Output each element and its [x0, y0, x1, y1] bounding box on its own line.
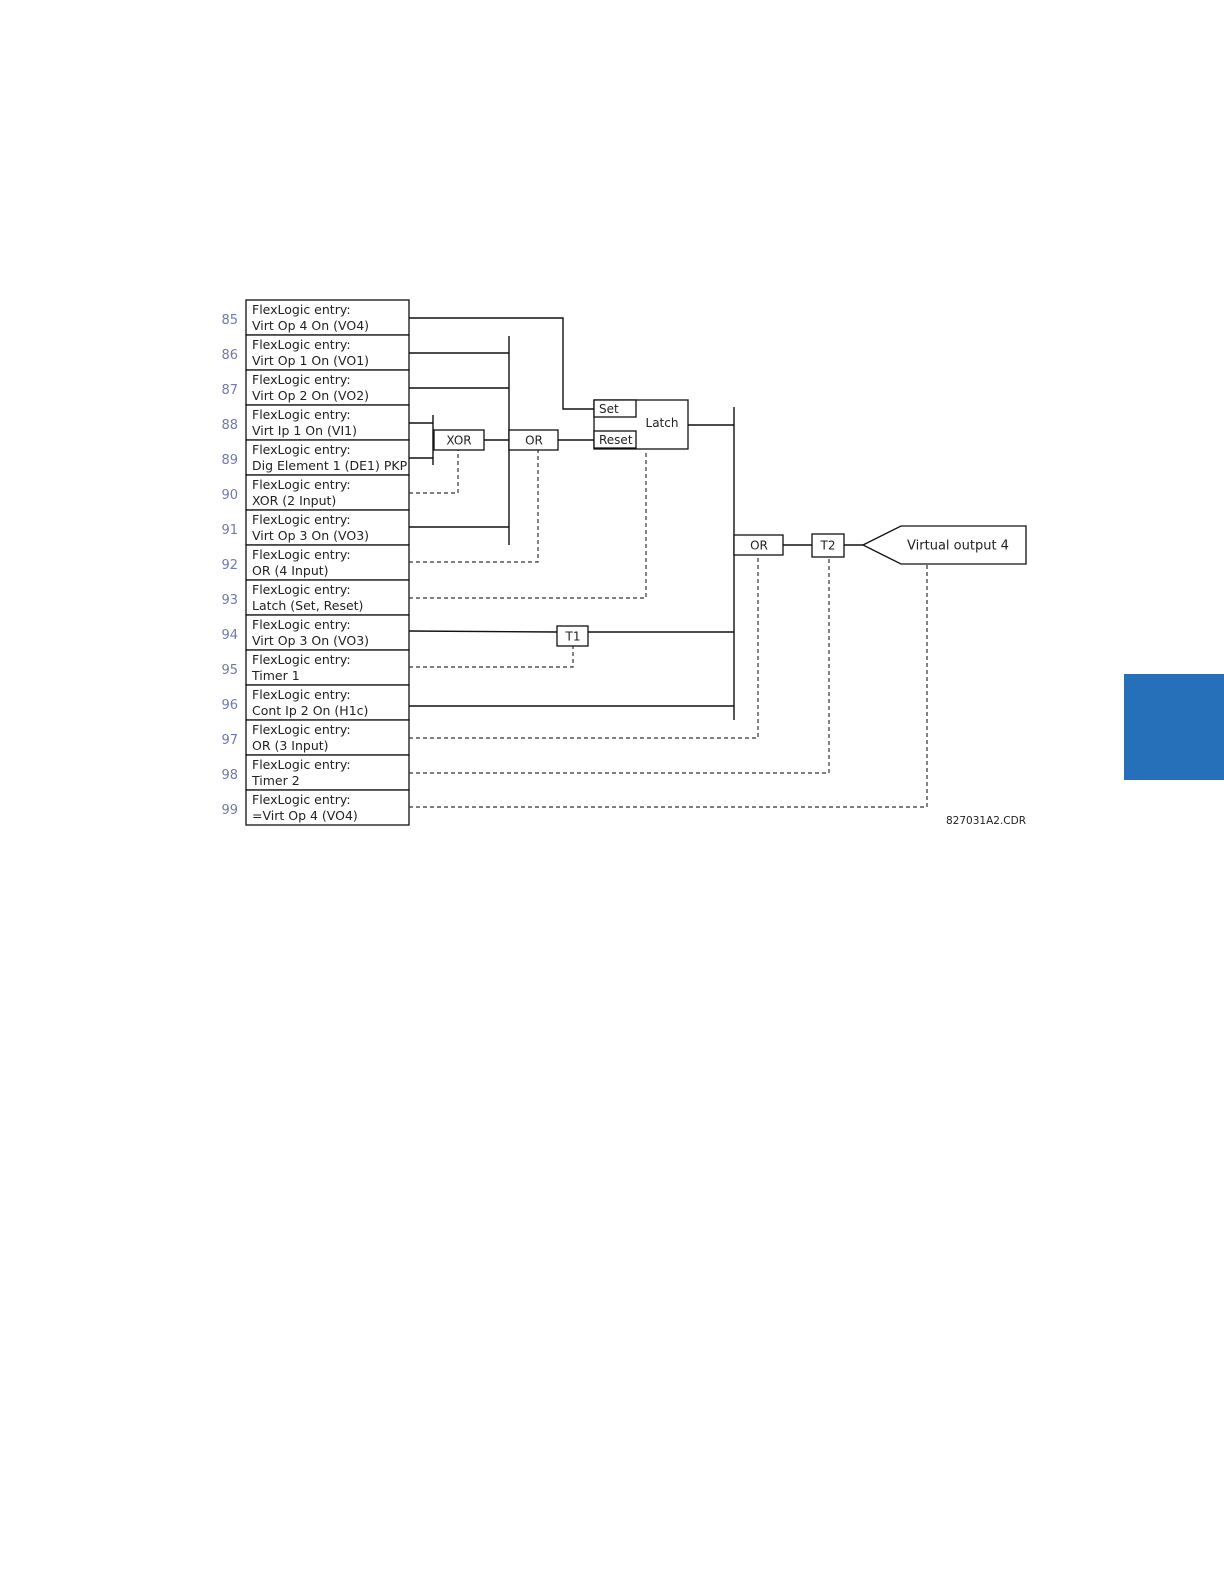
entry-number: 96 [221, 698, 238, 713]
entry-number: 95 [221, 663, 238, 678]
entry-number: 94 [221, 628, 238, 643]
or4-gate-label: OR [525, 434, 543, 448]
timer1-label: T1 [565, 630, 581, 644]
chapter-tab [1124, 674, 1224, 780]
entry-caption: FlexLogic entry: [252, 757, 351, 772]
entry-number: 93 [221, 593, 238, 608]
or4-gate: OR [508, 429, 559, 451]
entry-operand: OR (4 Input) [252, 563, 329, 578]
entry-number: 91 [221, 523, 238, 538]
latch-reset-label: Reset [599, 433, 633, 447]
entry-number: 97 [221, 733, 238, 748]
entry-number: 89 [221, 453, 238, 468]
entry-operand: XOR (2 Input) [252, 493, 336, 508]
entry-number: 87 [221, 383, 238, 398]
entry-row: 97 FlexLogic entry:OR (3 Input) [221, 719, 410, 756]
latch-set-label: Set [599, 402, 619, 416]
latch-label: Latch [646, 416, 679, 430]
entry-row: 89 FlexLogic entry:Dig Element 1 (DE1) PK… [221, 439, 410, 476]
entry-caption: FlexLogic entry: [252, 512, 351, 527]
entry-row: 99 FlexLogic entry:=Virt Op 4 (VO4) [221, 789, 410, 826]
entry-caption: FlexLogic entry: [252, 722, 351, 737]
figure-code: 827031A2.CDR [946, 815, 1026, 827]
entry-caption: FlexLogic entry: [252, 617, 351, 632]
entry-box [245, 614, 410, 651]
entry-row: 96 FlexLogic entry:Cont Ip 2 On (H1c) [221, 684, 410, 721]
entry-number: 90 [221, 488, 238, 503]
entry-operand: Timer 1 [251, 668, 300, 683]
entry-operand: Timer 2 [251, 773, 300, 788]
entry-row: 92 FlexLogic entry:OR (4 Input) [221, 544, 410, 581]
entry-operand: Virt Ip 1 On (VI1) [252, 423, 357, 438]
timer1-block: T1 [556, 625, 589, 647]
entry-operand: Virt Op 4 On (VO4) [252, 318, 369, 333]
entry-caption: FlexLogic entry: [252, 302, 351, 317]
entry-row: 94 FlexLogic entry:Virt Op 3 On (VO3) [221, 614, 410, 651]
dashed-wires [409, 450, 928, 808]
entry-caption: FlexLogic entry: [252, 547, 351, 562]
entry-row: 85 FlexLogic entry:Virt Op 4 On (VO4) [221, 299, 410, 336]
entry-number: 99 [221, 803, 238, 818]
entry-operand: Virt Op 1 On (VO1) [252, 353, 369, 368]
entry-number: 98 [221, 768, 238, 783]
solid-wires [408, 317, 863, 720]
entry-box [245, 299, 410, 336]
entry-operand: Latch (Set, Reset) [252, 598, 363, 613]
latch-block: Set Reset Latch [593, 399, 689, 450]
entry-row: 98 FlexLogic entry:Timer 2 [221, 754, 410, 791]
entry-operand: Cont Ip 2 On (H1c) [252, 703, 368, 718]
or3-gate-label: OR [750, 539, 768, 553]
virtual-output-4: Virtual output 4 [861, 525, 1027, 565]
virtual-output-label: Virtual output 4 [907, 539, 1009, 554]
entry-box [245, 474, 410, 511]
entry-operand: Virt Op 3 On (VO3) [252, 633, 369, 648]
entry-operand: Virt Op 2 On (VO2) [252, 388, 369, 403]
timer2-label: T2 [820, 539, 836, 553]
xor-gate-label: XOR [446, 434, 471, 448]
entry-box [245, 754, 410, 791]
entry-caption: FlexLogic entry: [252, 442, 351, 457]
entry-operand: OR (3 Input) [252, 738, 329, 753]
entry-row: 91 FlexLogic entry:Virt Op 3 On (VO3) [221, 509, 410, 546]
entry-operand: Virt Op 3 On (VO3) [252, 528, 369, 543]
entry-row: 88 FlexLogic entry:Virt Ip 1 On (VI1) [221, 404, 410, 441]
xor-gate: XOR [433, 429, 485, 451]
entry-row: 90 FlexLogic entry:XOR (2 Input) [221, 474, 410, 511]
entry-number: 92 [221, 558, 238, 573]
entry-row: 95 FlexLogic entry:Timer 1 [221, 649, 410, 686]
entry-caption: FlexLogic entry: [252, 582, 351, 597]
entry-row: 87 FlexLogic entry:Virt Op 2 On (VO2) [221, 369, 410, 406]
entry-box [245, 544, 410, 581]
entry-box [245, 334, 410, 371]
entry-caption: FlexLogic entry: [252, 477, 351, 492]
timer2-block: T2 [811, 533, 845, 558]
entry-row: 86 FlexLogic entry:Virt Op 1 On (VO1) [221, 334, 410, 371]
entry-operand: =Virt Op 4 (VO4) [252, 808, 358, 823]
entry-caption: FlexLogic entry: [252, 687, 351, 702]
entry-number: 85 [221, 313, 238, 328]
entry-operand: Dig Element 1 (DE1) PKP [252, 458, 408, 473]
entry-number: 88 [221, 418, 238, 433]
entry-caption: FlexLogic entry: [252, 652, 351, 667]
entry-box [245, 684, 410, 721]
entry-number: 86 [221, 348, 238, 363]
or3-gate: OR [733, 534, 784, 556]
entry-caption: FlexLogic entry: [252, 792, 351, 807]
entry-caption: FlexLogic entry: [252, 372, 351, 387]
entry-caption: FlexLogic entry: [252, 407, 351, 422]
entry-row: 93 FlexLogic entry:Latch (Set, Reset) [221, 579, 410, 616]
entry-caption: FlexLogic entry: [252, 337, 351, 352]
